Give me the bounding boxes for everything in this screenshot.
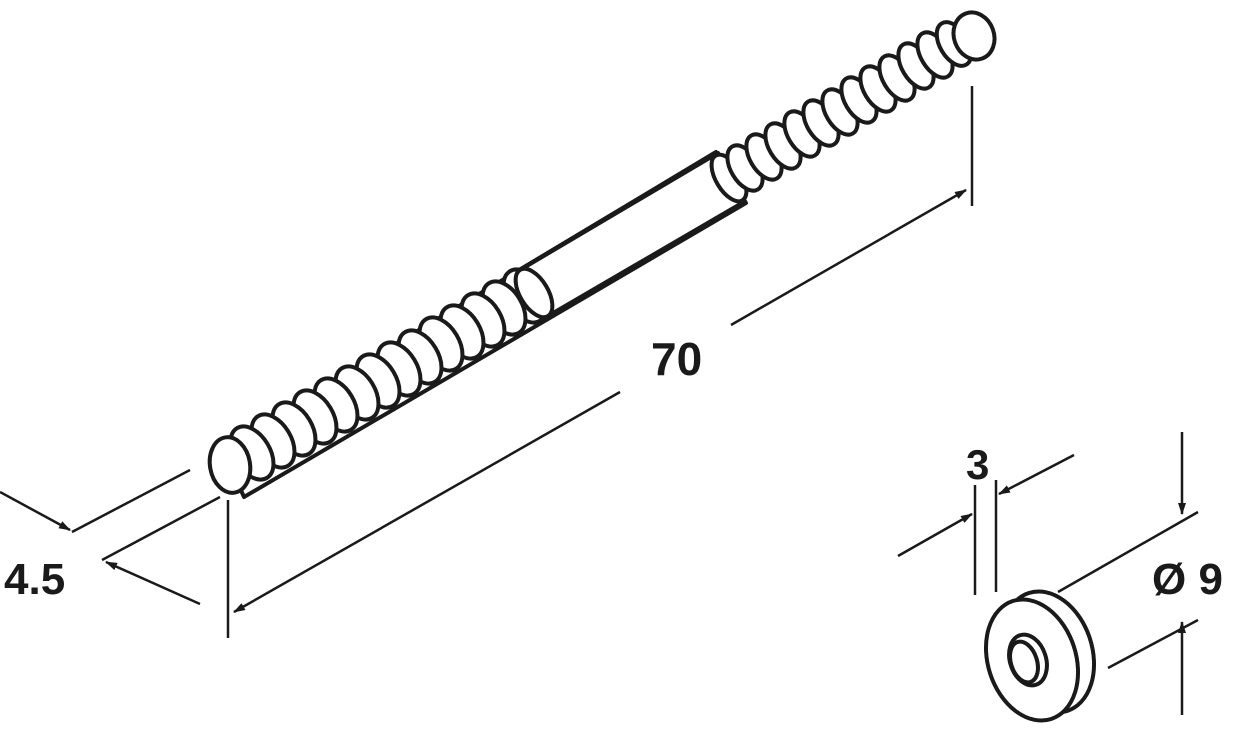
washer (983, 589, 1097, 723)
diameter-dimension (0, 468, 221, 606)
washer-diameter-dimension (1057, 432, 1199, 715)
hanger-bolt (207, 10, 997, 499)
bolt-right-thread (725, 10, 997, 193)
length-dimension (226, 86, 974, 638)
bolt-left-thread (207, 267, 549, 495)
bolt-smooth-section (513, 151, 749, 320)
length-dimension-label: 70 (651, 333, 703, 385)
washer-diameter-label: Ø 9 (1152, 555, 1223, 604)
diameter-dimension-label: 4.5 (4, 555, 66, 604)
washer-thickness-dimension (897, 453, 1075, 595)
washer-thickness-label: 3 (966, 441, 990, 488)
